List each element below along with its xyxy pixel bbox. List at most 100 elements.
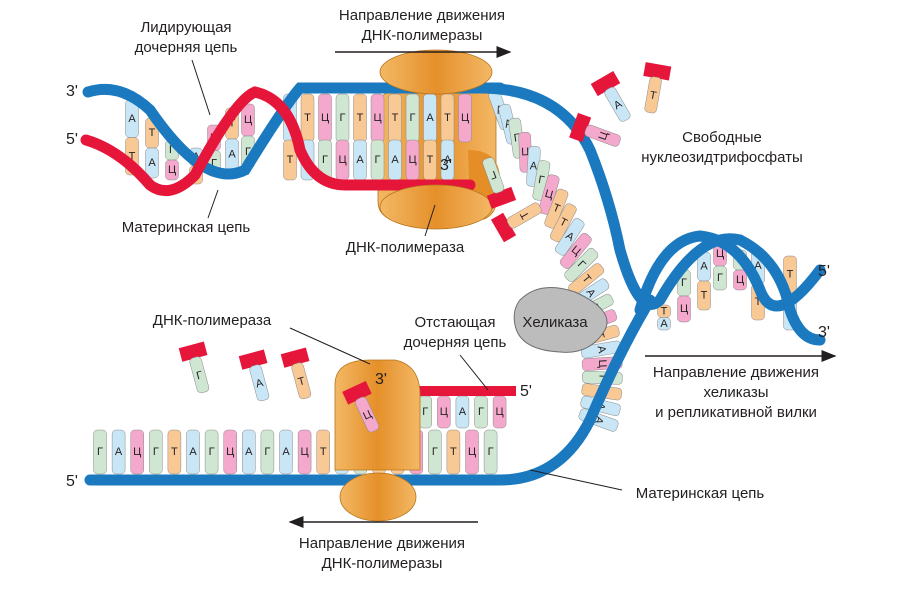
- right-helix-base-lower: А: [657, 317, 671, 331]
- base-letter: Ц: [468, 446, 476, 458]
- base-letter: А: [754, 260, 762, 272]
- base-letter: А: [254, 377, 265, 391]
- base-letter: А: [128, 113, 136, 125]
- bottom-strand-base: А: [186, 429, 200, 475]
- top-ladder-base-lower: Т: [283, 139, 297, 181]
- bottom-strand-base: А: [279, 429, 293, 475]
- polymerase-top-3-end: 3': [440, 157, 452, 174]
- base-body: [697, 280, 711, 311]
- lagging-3-end: 3': [375, 371, 387, 388]
- lagging-daughter-base: Ц: [437, 395, 451, 429]
- bottom-strand-base: А: [111, 429, 126, 475]
- fork-strand-base: А: [555, 218, 585, 256]
- fork-strand-base: Т: [544, 188, 569, 229]
- base-letter: Т: [787, 269, 794, 281]
- base-body: [604, 86, 631, 122]
- base-letter: Ц: [496, 406, 504, 418]
- left-helix-base-lower: Ц: [165, 159, 179, 181]
- phosphate-head: [280, 347, 310, 368]
- helicase-label: Хеликаза: [522, 314, 588, 331]
- lagging-5-end: 5': [520, 383, 532, 400]
- base-letter: Г: [432, 446, 438, 458]
- bottom-strand-base: Г: [149, 429, 163, 475]
- left-helix-base-upper: Ц: [241, 103, 255, 137]
- base-letter: Г: [537, 174, 545, 187]
- lagging-strand-pointer: [459, 354, 489, 391]
- base-body: [93, 429, 107, 475]
- right-helix-base-lower: Г: [713, 265, 727, 291]
- base-body: [733, 269, 747, 291]
- base-letter: Ц: [521, 146, 530, 158]
- base-letter: А: [356, 154, 364, 166]
- top-ladder-base-upper: Ц: [370, 93, 385, 143]
- base-letter: Г: [375, 154, 381, 166]
- direction-top-label-2: ДНК-полимеразы: [362, 27, 483, 44]
- bottom-left-5-end: 5': [66, 473, 78, 490]
- direction-bottom-label-1: Направление движения: [299, 535, 465, 552]
- base-body: [506, 202, 542, 229]
- polymerase-top-pointer: [424, 204, 436, 237]
- base-letter: Ц: [680, 303, 688, 315]
- base-letter: Т: [661, 305, 668, 317]
- base-letter: Т: [427, 154, 434, 166]
- base-letter: Т: [149, 127, 156, 139]
- base-letter: Ц: [301, 446, 309, 458]
- base-body: [428, 429, 442, 475]
- left-helix-base-lower: А: [145, 147, 159, 179]
- base-body: [249, 364, 270, 402]
- base-letter: Г: [340, 112, 346, 124]
- base-letter: А: [115, 446, 123, 458]
- base-letter: Т: [304, 112, 311, 124]
- left-helix-base-lower: А: [225, 138, 239, 171]
- top-ladder-base-upper: Т: [440, 93, 455, 143]
- base-letter: Г: [422, 406, 428, 418]
- base-letter: Г: [513, 132, 521, 145]
- base-body: [713, 265, 727, 291]
- fork-strand-base: Ц: [559, 232, 592, 269]
- base-letter: Т: [558, 216, 570, 230]
- base-letter: Ц: [244, 114, 252, 126]
- base-body: [204, 429, 219, 475]
- base-letter: Т: [171, 446, 178, 458]
- base-letter: Т: [551, 202, 562, 216]
- base-body: [223, 429, 237, 475]
- base-body: [644, 76, 662, 114]
- base-letter: Т: [392, 112, 399, 124]
- top-ladder-base-upper: Ц: [318, 93, 332, 143]
- base-letter: Ц: [133, 446, 141, 458]
- base-body: [584, 124, 621, 147]
- base-body: [167, 429, 182, 475]
- free-nucleotide-top: Т: [643, 62, 672, 114]
- base-body: [316, 429, 330, 475]
- base-body: [130, 429, 144, 475]
- bases-layer: АТТАГЦАТЦГТАЦГАТЦГТЦТГАТЦТАГЦАГАЦТАААГЦА…: [93, 90, 797, 475]
- bottom-strand-base: Ц: [465, 429, 479, 475]
- bottom-strand-base: Т: [316, 429, 330, 475]
- base-letter: Г: [153, 446, 159, 458]
- mother-strand-pointer-top: [207, 189, 219, 219]
- top-ladder-base-upper: Т: [388, 93, 402, 143]
- base-body: [564, 248, 599, 282]
- polymerase-bottom-lobe: [379, 184, 493, 230]
- mother-strand-label-top: Материнская цепь: [122, 219, 251, 236]
- polymerase-bottom-pointer: [289, 327, 371, 365]
- base-letter: А: [245, 446, 253, 458]
- base-letter: Ц: [544, 188, 555, 202]
- fork-strand-base: Г: [564, 248, 599, 282]
- helicase-direction-label-3: и репликативной вилки: [655, 404, 817, 421]
- base-letter: Г: [169, 144, 175, 156]
- phosphate-head: [490, 212, 517, 243]
- base-letter: Г: [478, 406, 484, 418]
- helicase-direction-label-2: хеликазы: [703, 384, 768, 401]
- base-letter: Ц: [168, 164, 176, 176]
- bottom-strand-base: Ц: [130, 429, 144, 475]
- base-letter: Ц: [408, 154, 416, 166]
- base-body: [145, 147, 159, 179]
- lagging-strand-label-2: дочерняя цепь: [404, 334, 507, 351]
- leading-strand-red: [80, 86, 476, 197]
- base-letter: Ц: [597, 130, 611, 142]
- top-ladder-base-lower: А: [353, 139, 367, 181]
- base-letter: Т: [129, 150, 136, 162]
